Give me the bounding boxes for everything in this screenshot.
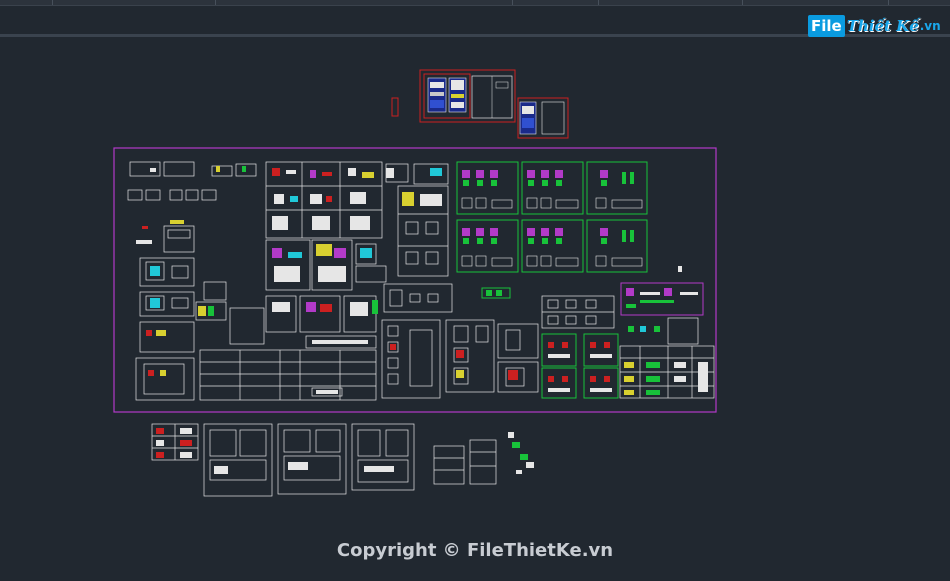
center-detail-colored-marks xyxy=(272,168,442,394)
bottom-external-sheets xyxy=(151,423,497,497)
green-sheet-grid xyxy=(456,161,648,273)
drawing-canvas[interactable] xyxy=(0,37,950,581)
viewport-border xyxy=(0,34,950,37)
middle-detail-panels xyxy=(381,283,715,399)
title-sheet-group xyxy=(391,69,569,139)
copyright-watermark: Copyright © FileThietKe.vn xyxy=(336,540,614,561)
title-bar-separator xyxy=(52,0,53,5)
middle-detail-colored-marks xyxy=(390,266,708,395)
center-detail-cluster xyxy=(265,161,449,397)
filethietke-logo-icon: File Thiết Kế .vn xyxy=(808,12,941,40)
title-bar-separator xyxy=(598,0,599,5)
left-detail-colored-marks xyxy=(136,166,246,376)
magenta-detail-panel xyxy=(620,282,704,316)
logo-brand-text: Thiết Kế xyxy=(846,17,919,35)
main-layout-frame xyxy=(113,147,717,413)
left-detail-blocks xyxy=(127,161,377,401)
title-bar-separator xyxy=(512,0,513,5)
logo-file-text: File xyxy=(808,15,845,37)
bottom-external-colored-marks xyxy=(156,428,534,474)
title-bar-separator xyxy=(888,0,889,5)
logo-tld-text: .vn xyxy=(919,19,941,33)
title-bar xyxy=(0,0,950,6)
title-bar-separator xyxy=(742,0,743,5)
green-detail-panels xyxy=(541,333,619,399)
title-bar-separator xyxy=(215,0,216,5)
